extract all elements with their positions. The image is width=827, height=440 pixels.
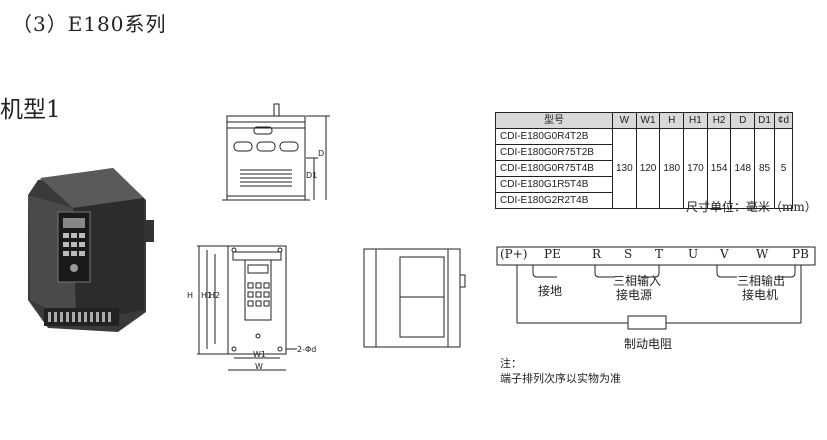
ground-label: 接地: [538, 284, 563, 298]
terminal-label: W: [756, 247, 769, 261]
output-label-1: 三相输出: [737, 274, 786, 288]
value-cell-w1: 120: [635, 128, 661, 209]
resistor-label: 制动电阻: [624, 337, 673, 351]
table-header: ¢d: [773, 112, 794, 129]
dim-label-d: D: [318, 149, 324, 158]
terminal-label: U: [688, 247, 699, 261]
model-cell: CDI-E180G1R5T4B: [495, 176, 613, 193]
front-view-drawing: H H1 H2 W1 W 2-Φd: [187, 245, 316, 371]
table-header: W1: [635, 112, 661, 129]
terminal-label: T: [655, 247, 664, 261]
input-label-1: 三相输入: [613, 274, 662, 288]
terminal-label: R: [592, 247, 602, 261]
terminal-label: S: [624, 247, 633, 261]
dim-label-w1: W1: [253, 350, 266, 359]
terminal-strip: [496, 246, 816, 330]
dim-label-h1: H1: [201, 291, 212, 300]
product-illustration: [28, 168, 154, 332]
table-header: D: [730, 112, 756, 129]
output-label-2: 接电机: [742, 288, 779, 302]
value-cell-d1: 85: [754, 128, 775, 209]
dim-label-hole: 2-Φd: [297, 345, 316, 354]
note-title: 注：: [500, 357, 522, 370]
note-text: 端子排列次序以实物为准: [500, 372, 621, 385]
model-cell: CDI-E180G2R2T4B: [495, 192, 613, 209]
dim-label-h: H: [187, 291, 193, 300]
side-view-drawing: [363, 248, 466, 348]
terminal-label: (P+): [500, 247, 528, 261]
value-cell-h1: 170: [683, 128, 708, 209]
dim-label-w: W: [255, 362, 263, 371]
model-cell: CDI-E180G0R75T4B: [495, 160, 613, 177]
dimensions-table: 型号 W W1 H H1 H2 D D1 ¢d CDI-E180G0R4T2B …: [495, 112, 794, 209]
table-header: 型号: [495, 112, 613, 129]
dim-label-d1: D1: [306, 171, 317, 180]
section-heading: （3）E180系列: [12, 12, 167, 36]
table-row: CDI-E180G0R4T2B 130 120 180 170 154 148 …: [495, 128, 794, 209]
terminal-label: PE: [544, 247, 561, 261]
table-header: W: [612, 112, 637, 129]
table-header: H: [659, 112, 685, 129]
terminal-label: PB: [792, 247, 809, 261]
input-label-2: 接电源: [616, 288, 653, 302]
table-header: H1: [683, 112, 708, 129]
top-view-drawing: D D1: [222, 103, 330, 201]
terminal-label: V: [720, 247, 729, 261]
value-cell-h: 180: [659, 128, 685, 209]
unit-note: 尺寸单位：毫米（mm）: [686, 200, 817, 214]
table-header: H2: [706, 112, 732, 129]
dim-label-h2: H2: [209, 291, 220, 300]
model-cell: CDI-E180G0R4T2B: [495, 128, 613, 145]
model-cell: CDI-E180G0R75T2B: [495, 144, 613, 161]
table-row: CDI-E180G2R2T4B: [495, 192, 793, 209]
value-cell-h2: 154: [706, 128, 732, 209]
value-cell-w: 130: [612, 128, 637, 209]
table-header-row: 型号 W W1 H H1 H2 D D1 ¢d: [495, 112, 794, 129]
model-label: 机型1: [0, 97, 61, 123]
value-cell-phi-d: 5: [773, 128, 794, 209]
table-header: D1: [754, 112, 775, 129]
value-cell-d: 148: [730, 128, 756, 209]
